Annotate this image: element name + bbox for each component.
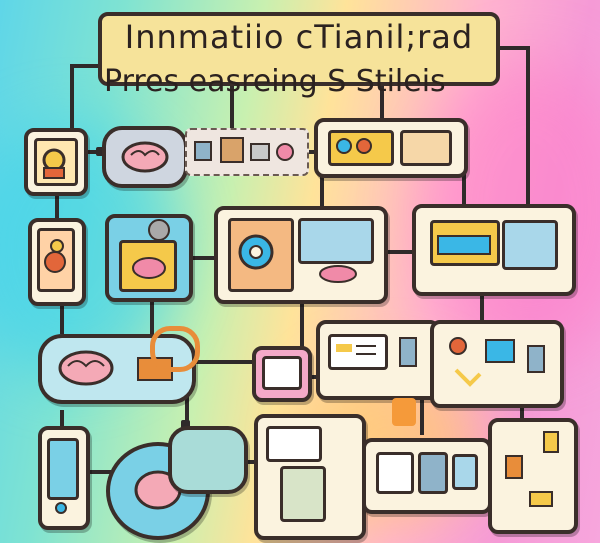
- flower-icon: [44, 239, 66, 273]
- panel-doc-viewer[interactable]: [254, 414, 366, 540]
- monitor-icon: [437, 235, 491, 255]
- panel-info-cards[interactable]: [316, 320, 440, 400]
- phone-icon: [399, 337, 417, 367]
- panel-brain-monitor[interactable]: [102, 126, 188, 188]
- page-title: Innmatiio cTianil;rad: [124, 18, 474, 56]
- panel-workstation[interactable]: [430, 320, 564, 408]
- panel-tablet[interactable]: [38, 426, 90, 530]
- panel-center-display[interactable]: [214, 206, 388, 304]
- lamp-icon: [505, 431, 559, 507]
- chart-icon: [336, 138, 372, 154]
- title-banner: Innmatiio cTianil;rad: [98, 12, 500, 86]
- panel-display-row[interactable]: [314, 118, 468, 178]
- page-subtitle: Prres easreing S Stileis: [104, 64, 446, 99]
- panel-collage-tools[interactable]: [185, 128, 309, 176]
- monitor-icon: [449, 337, 545, 387]
- panel-desk[interactable]: [488, 418, 578, 534]
- orange-connector: [392, 398, 416, 426]
- brain-icon: [58, 350, 173, 386]
- brain-icon: [121, 141, 169, 173]
- button-icon: [55, 502, 67, 514]
- orange-arm: [150, 326, 200, 372]
- panel-profile[interactable]: [24, 128, 88, 196]
- tools-icon: [194, 137, 294, 163]
- panel-data-cards[interactable]: [362, 438, 492, 514]
- bowl-icon: [319, 265, 357, 283]
- person-icon: [42, 148, 66, 179]
- panel-flowers[interactable]: [28, 218, 86, 306]
- panel-colorful-board[interactable]: [105, 214, 193, 302]
- gear-icon: [238, 234, 274, 270]
- panel-teal-board[interactable]: [168, 426, 248, 494]
- panel-right-display[interactable]: [412, 204, 576, 296]
- panel-pink-screen[interactable]: [252, 346, 312, 402]
- document-icon: [336, 344, 376, 355]
- cup-icon: [132, 219, 170, 279]
